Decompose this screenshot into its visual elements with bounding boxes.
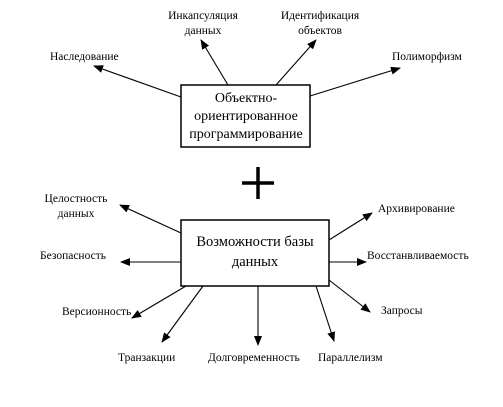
label-archiving: Архивирование <box>378 203 455 215</box>
plus-icon <box>242 167 274 199</box>
arrow-transactions <box>161 285 204 343</box>
db-arrows <box>119 204 373 346</box>
db-box-line-1: Возможности базы <box>196 234 314 250</box>
arrow-queries <box>328 279 371 313</box>
label-persistence: Долговременность <box>208 352 300 364</box>
label-identification-1: Идентификация <box>281 10 360 22</box>
label-transactions: Транзакции <box>118 352 175 364</box>
oop-box-line-3: программирование <box>189 127 303 142</box>
oop-box: Объектно- ориентированное программирован… <box>180 84 311 148</box>
label-encapsulation-2: данных <box>185 25 222 37</box>
label-encapsulation-1: Инкапсуляция <box>168 10 239 22</box>
label-polymorphism: Полиморфизм <box>392 51 463 63</box>
oop-box-line-1: Объектно- <box>215 91 278 106</box>
arrow-identification <box>275 39 317 86</box>
arrow-archiving <box>328 212 373 241</box>
db-box-line-2: данных <box>232 254 279 270</box>
label-versioning: Версионность <box>62 306 131 318</box>
oop-box-line-2: ориентированное <box>194 109 298 124</box>
db-box: Возможности базы данных <box>180 219 330 287</box>
label-security: Безопасность <box>40 250 106 262</box>
label-inheritance: Наследование <box>50 51 119 63</box>
label-identification-2: объектов <box>298 25 342 37</box>
arrow-inheritance <box>93 65 182 98</box>
arrow-parallelism <box>315 285 336 342</box>
arrow-versioning <box>131 285 187 319</box>
arrow-encapsulation <box>200 39 229 86</box>
label-parallelism: Параллелизм <box>318 352 383 364</box>
arrow-polymorphism <box>309 66 401 97</box>
label-integrity-1: Целостность <box>45 193 108 205</box>
arrow-integrity <box>119 204 182 234</box>
label-recovery: Восстанвливаемость <box>367 250 469 262</box>
label-integrity-2: данных <box>58 208 95 220</box>
label-queries: Запросы <box>381 305 423 317</box>
oop-arrows <box>93 39 401 98</box>
